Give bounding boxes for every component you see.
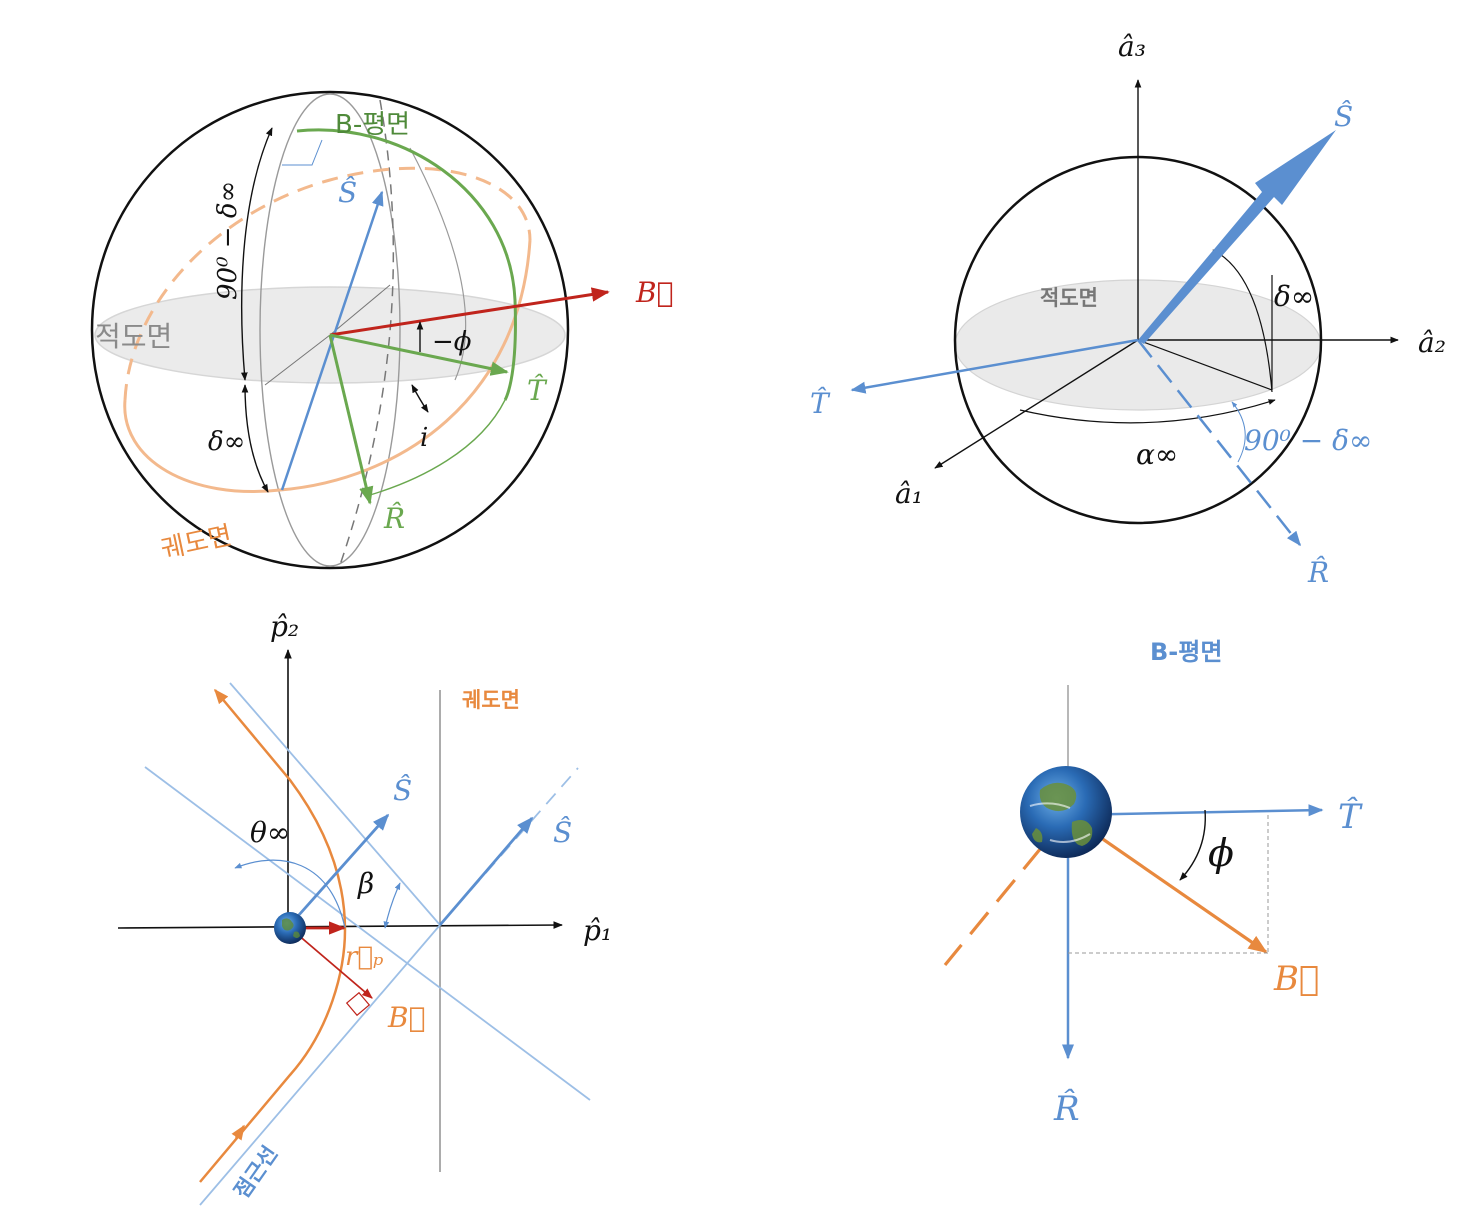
asymptote-label: 점근선 — [229, 1142, 282, 1203]
phi-arc — [1179, 809, 1206, 881]
equator-radial-2 — [264, 334, 331, 386]
asymptote-2 — [144, 766, 591, 1101]
t-vector-arrow — [329, 333, 509, 376]
s-hat-label: Ŝ — [338, 175, 357, 209]
a2-label: â₂ — [1418, 326, 1446, 359]
panel-right-ascension: â₁ â₂ â₃ Ŝ T̂ R̂ 적도면 δ∞ α∞ 90⁰ − δ∞ — [810, 30, 1446, 589]
b-plane-circle — [296, 128, 517, 401]
inclination-label: i — [420, 423, 428, 453]
panel-celestial-sphere: 적도면 B-평면 궤도면 Ŝ B⃗ T̂ R̂ −ϕ i 90⁰ − δ∞ δ∞ — [90, 90, 673, 570]
s-hat-arrow-2 — [1138, 130, 1336, 344]
rp-label: r⃗ₚ — [345, 942, 383, 972]
r-hat-arrow-2 — [1137, 339, 1301, 547]
equator-radial-1 — [329, 284, 391, 336]
t-hat-label-4: T̂ — [1338, 796, 1363, 837]
t-hat-arrow-2 — [850, 338, 1139, 394]
b-plane-label: B-평면 — [335, 110, 410, 140]
r-hat-label-2: R̂ — [1307, 556, 1329, 589]
p1-label: p̂₁ — [583, 914, 612, 947]
delta-inf-arc-2 — [1212, 249, 1273, 393]
earth-clouds-4 — [1029, 802, 1091, 843]
r-vector-arrow — [328, 334, 374, 505]
s-hat-label-3a: Ŝ — [393, 773, 412, 807]
theta-inf-label: θ∞ — [250, 816, 290, 849]
orbit-plane-label-3: 궤도면 — [462, 688, 520, 712]
r-hat-label: R̂ — [383, 502, 405, 535]
beta-label: β — [357, 867, 374, 900]
b-vector-3 — [289, 927, 373, 999]
b-plane-title: B-평면 — [1150, 638, 1222, 666]
earth-land-4 — [1032, 782, 1093, 846]
b-vector-label: B⃗ — [635, 276, 673, 309]
b-vector-arrow — [329, 287, 610, 337]
equatorial-plane-label-2: 적도면 — [1040, 286, 1098, 310]
delta-inf-label-2: δ∞ — [1274, 280, 1314, 313]
minus-phi-label: −ϕ — [432, 327, 472, 357]
r-hat-label-4: R̂ — [1053, 1088, 1080, 1129]
b-vector-label-4: B⃗ — [1273, 959, 1319, 999]
ninety-minus-delta-label-2: 90⁰ − δ∞ — [1244, 424, 1372, 457]
ninety-minus-delta-arc-2 — [1231, 401, 1246, 463]
equatorial-plane-label: 적도면 — [95, 320, 172, 353]
earth-land — [282, 918, 300, 938]
delta-inf-label: δ∞ — [208, 427, 245, 457]
sphere-outline — [90, 90, 570, 570]
orbit-plane-label: 궤도면 — [158, 521, 234, 565]
asymptote-3 — [199, 924, 441, 1206]
a1-label: â₁ — [895, 477, 923, 510]
earth-icon-4 — [1020, 766, 1112, 858]
alpha-inf-arc — [1019, 399, 1276, 424]
asymptote-1 — [229, 682, 441, 926]
theta-inf-arc — [234, 859, 346, 929]
meridian-gray-2 — [409, 147, 467, 381]
panel-orbit-plane: p̂₁ p̂₂ 궤도면 점근선 Ŝ Ŝ θ∞ β r⃗ₚ B⃗ — [117, 610, 612, 1206]
b-vector-label-3: B⃗ — [387, 1001, 425, 1034]
ninety-minus-delta-label: 90⁰ − δ∞ — [213, 181, 243, 300]
phi-label: ϕ — [1208, 831, 1234, 875]
orbit-plane-solid — [123, 239, 532, 493]
a1-axis — [934, 339, 1139, 469]
beta-arc — [383, 882, 401, 929]
s-hat-arrow-3b — [438, 816, 534, 926]
t-hat-label-2: T̂ — [810, 387, 831, 420]
right-angle-mark — [282, 139, 323, 166]
hyperbola-orbit — [199, 688, 347, 1183]
hyperbola-direction-arrow — [231, 1124, 246, 1141]
orbit-plane-dashed — [123, 166, 532, 401]
projection-line — [1137, 339, 1273, 391]
s-hat-label-2: Ŝ — [1334, 99, 1353, 133]
alpha-inf-label: α∞ — [1136, 438, 1178, 471]
p2-label: p̂₂ — [270, 610, 299, 643]
b-plane-lower-arc — [369, 399, 506, 496]
delta-inf-arc — [241, 384, 269, 493]
t-hat-label: T̂ — [527, 374, 548, 407]
b-dashed-extension — [943, 813, 1070, 967]
s-hat-label-3b: Ŝ — [553, 815, 572, 849]
a3-label: â₃ — [1118, 30, 1146, 63]
s-hat-arrow-3a — [288, 813, 390, 926]
inclination-arc — [411, 384, 429, 413]
panel-b-plane: B-평면 T̂ R̂ B⃗ ϕ — [943, 638, 1363, 1129]
right-angle-box — [345, 991, 371, 1017]
ninety-minus-delta-arc — [240, 127, 273, 381]
